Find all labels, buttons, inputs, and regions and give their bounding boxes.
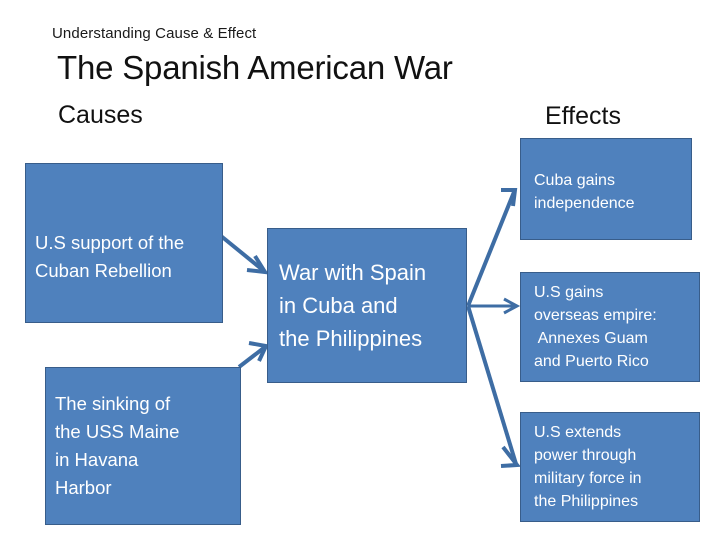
text-line: the USS Maine (55, 421, 180, 442)
text-line: overseas empire: (534, 307, 657, 324)
text-line: the Philippines (279, 326, 423, 351)
effect-box-text: Cuba gains independence (534, 169, 691, 215)
cause-box-text: The sinking of the USS Maine in Havana H… (55, 390, 240, 502)
text-line: power through (534, 447, 637, 464)
text-line: U.S extends (534, 424, 622, 441)
arrow-center-to-effect2 (468, 297, 521, 315)
effect-box-text: U.S gains overseas empire: Annexes Guam … (534, 281, 699, 373)
column-label-causes: Causes (58, 101, 143, 129)
text-line: Cuban Rebellion (35, 260, 172, 281)
text-line: and Puerto Rico (534, 353, 649, 370)
text-line: U.S support of the (35, 232, 185, 253)
text-line: the Philippines (534, 493, 639, 510)
arrow-cause2-to-center (237, 341, 269, 369)
cause-box-uss-maine[interactable]: The sinking of the USS Maine in Havana H… (45, 367, 241, 525)
effect-box-military-force[interactable]: U.S extends power through military force… (520, 412, 700, 522)
central-box-text: War with Spain in Cuba and the Philippin… (279, 256, 466, 355)
effect-box-overseas-empire[interactable]: U.S gains overseas empire: Annexes Guam … (520, 272, 700, 382)
text-line: The sinking of (55, 393, 171, 414)
cause-box-us-support[interactable]: U.S support of the Cuban Rebellion (25, 163, 223, 323)
text-line: Harbor (55, 477, 112, 498)
text-line: Cuba gains (534, 172, 615, 189)
page-title: The Spanish American War (57, 49, 453, 86)
cause-box-text: U.S support of the Cuban Rebellion (35, 229, 222, 285)
arrow-center-to-effect3 (466, 305, 521, 468)
slide-kicker: Understanding Cause & Effect (52, 25, 257, 42)
text-line: in Havana (55, 449, 139, 470)
text-line: U.S gains (534, 284, 604, 301)
arrow-center-to-effect1 (466, 188, 518, 307)
arrow-cause1-to-center (219, 234, 269, 275)
effect-box-text: U.S extends power through military force… (534, 421, 699, 513)
text-line: military force in (534, 470, 642, 487)
central-event-box-war-with-spain[interactable]: War with Spain in Cuba and the Philippin… (267, 228, 467, 383)
text-line: War with Spain (279, 260, 427, 285)
text-line: Annexes Guam (534, 330, 648, 347)
effect-box-cuba-independence[interactable]: Cuba gains independence (520, 138, 692, 240)
text-line: in Cuba and (279, 293, 398, 318)
text-line: independence (534, 195, 635, 212)
column-label-effects: Effects (545, 102, 621, 130)
